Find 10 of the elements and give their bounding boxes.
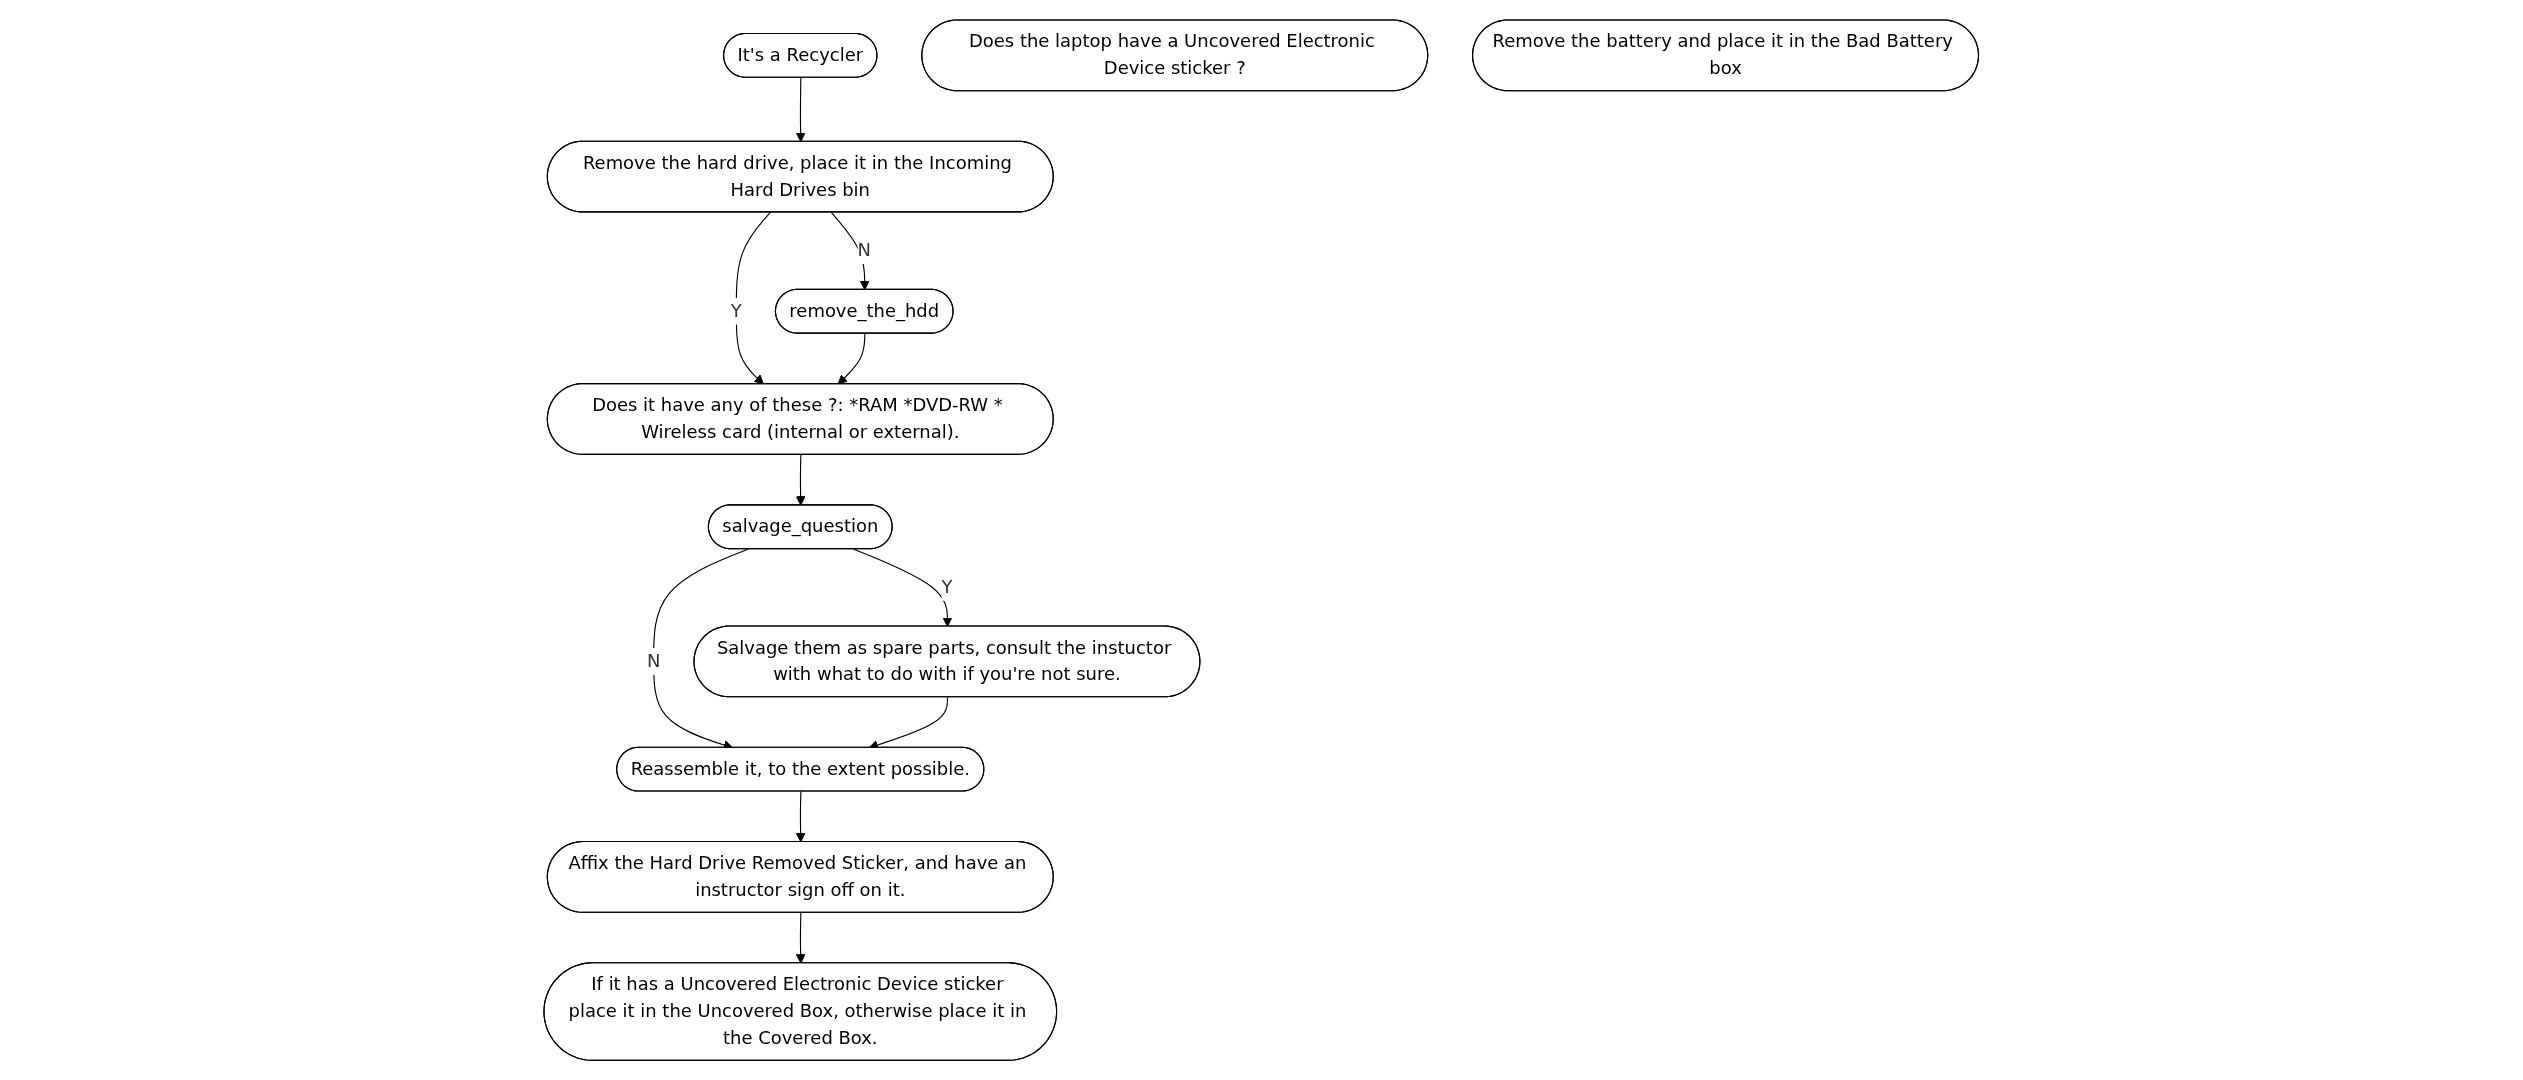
edge-label: Y bbox=[731, 299, 743, 322]
arrow bbox=[853, 548, 953, 627]
edge-label: N bbox=[647, 649, 661, 672]
arrow bbox=[837, 332, 866, 385]
arrow bbox=[795, 454, 806, 506]
arrow bbox=[795, 790, 806, 843]
arrow bbox=[795, 77, 806, 142]
arrow bbox=[795, 912, 806, 964]
edge-label: Y bbox=[941, 575, 953, 598]
edge-label: N bbox=[857, 239, 872, 261]
